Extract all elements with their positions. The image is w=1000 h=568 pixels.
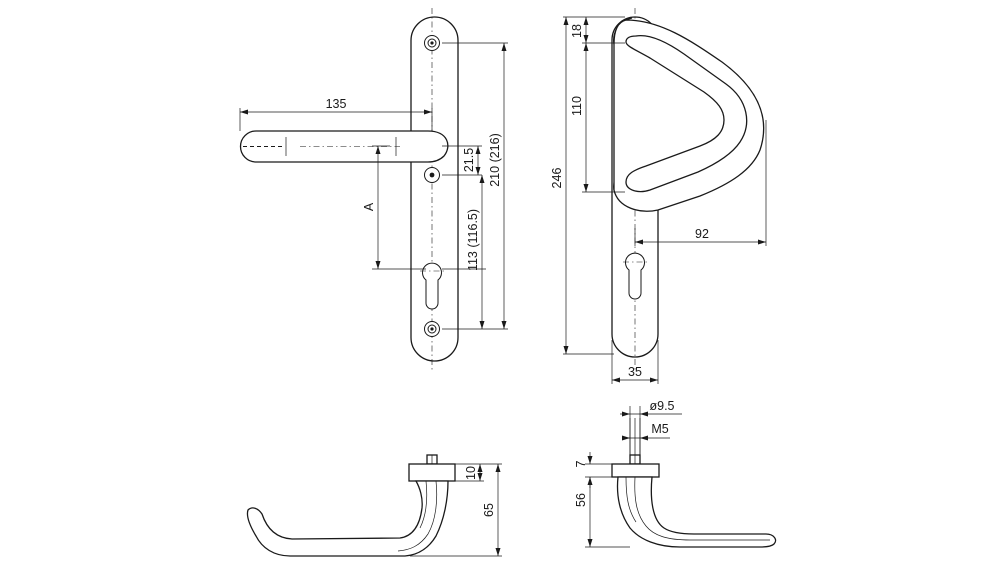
dim-rose-height: 10 [464,466,478,480]
pull-handle-front-view: 18 110 246 92 35 [550,8,767,384]
bottom-screw-hole [424,321,440,337]
dim-spindle-offset: 21.5 [462,148,476,172]
dim-spindle-diameter: ø9.5 [649,399,674,413]
dim-lever-to-cylinder: A [362,202,376,211]
spindle-hole [424,167,440,183]
top-screw-hole [424,35,440,51]
dim-pull-rose-height: 7 [574,460,588,467]
dim-pull-projection: 56 [574,493,588,507]
pull-grip-slot [625,34,748,193]
lever-side-view: 10 65 [246,454,502,557]
lever-body [246,480,449,557]
lever-rose [408,463,456,482]
dim-total-height: 246 [550,168,564,189]
dim-lever-projection: 65 [482,503,496,517]
pull-side-view: ø9.5 M5 7 56 [574,399,777,548]
dim-grip-span: 110 [570,96,584,116]
dim-plate-width: 35 [628,365,642,379]
dim-top-offset: 18 [570,24,584,38]
pull-rose [611,463,660,478]
backplate [410,16,459,362]
dim-projection: 92 [695,227,709,241]
dim-handle-length: 135 [326,97,347,111]
lever-front-view: 135 A 21.5 113 (116.5) 210 (216) [239,8,508,370]
dim-cylinder-to-screw: 113 (116.5) [466,209,480,271]
dim-thread: M5 [651,422,668,436]
pull-body [616,476,777,548]
dim-screw-to-screw: 210 (216) [488,133,502,187]
